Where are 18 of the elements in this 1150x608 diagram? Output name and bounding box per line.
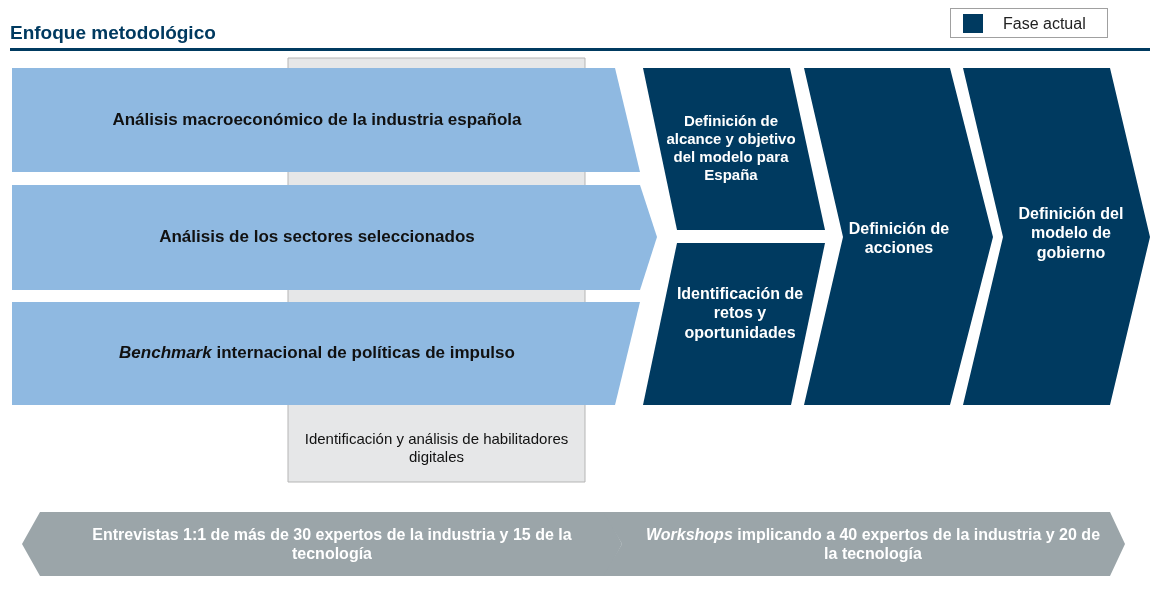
parallelogram-shape (643, 68, 825, 230)
node-text: Identificación de retos y oportunidades (675, 284, 805, 342)
node-text: Definición de acciones (847, 218, 951, 258)
legend-label: Fase actual (1003, 15, 1086, 33)
node-text: Entrevistas 1:1 de más de 30 expertos de la industria y 15 de la tecnología (91, 524, 573, 564)
node-text: Análisis macroeconómico de la industria española (112, 109, 522, 131)
node-text: Workshops implicando a 40 expertos de la industria y 20 de la tecnología (644, 524, 1102, 564)
diagram-title: Enfoque metodológico (10, 22, 216, 44)
chevron-shape (12, 185, 657, 290)
node-text: Benchmark internacional de políticas de impulso (119, 343, 515, 364)
node-text: Identificación y análisis de habilitadores digitales (303, 430, 570, 466)
parallelogram-shape (643, 243, 825, 405)
chevron-shape (603, 512, 1125, 576)
chevron-shape (963, 68, 1150, 405)
node-text: Definición de alcance y objetivo del modelo para España (665, 112, 797, 184)
node-text: Definición del modelo de gobierno (1017, 204, 1125, 262)
node-text: Análisis de los sectores seleccionados (159, 227, 475, 248)
hexagon-arrow-shape (22, 512, 622, 576)
